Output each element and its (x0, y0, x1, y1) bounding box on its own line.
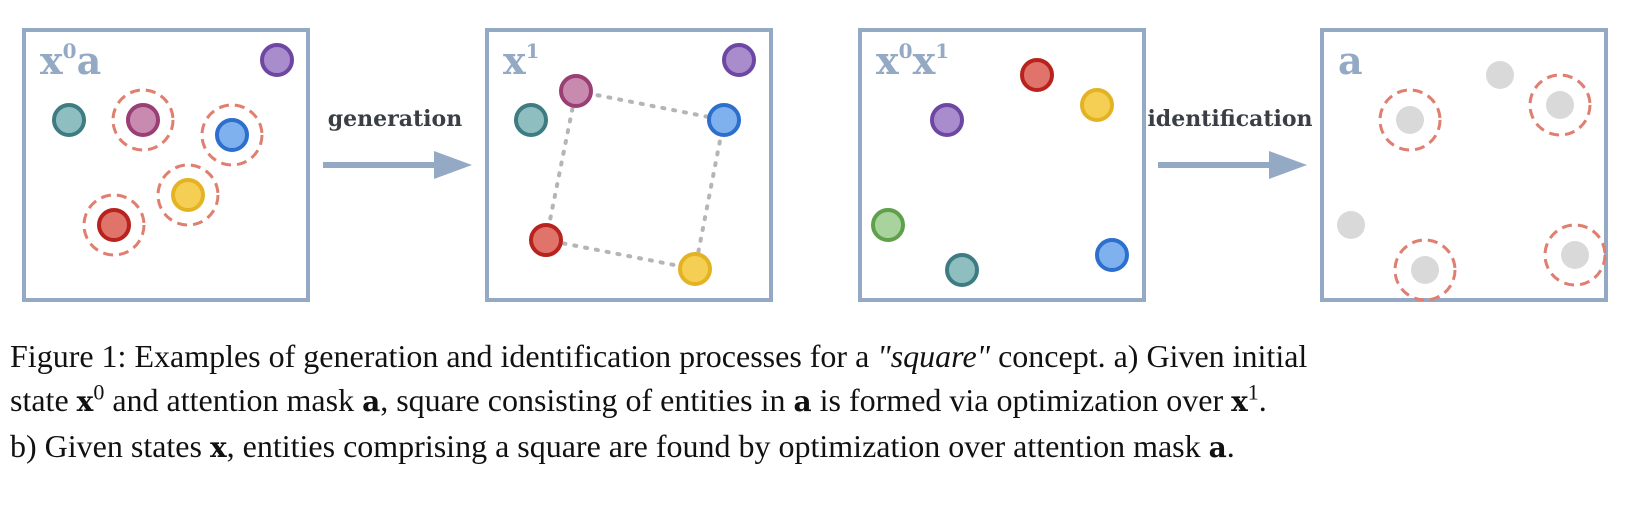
entity-pink (126, 103, 160, 137)
entity-green (871, 208, 905, 242)
square-dotted-outline (544, 89, 726, 271)
panel-label: x0a (40, 38, 101, 83)
panel-attention-mask: a (1320, 28, 1608, 302)
entity-blue (1095, 238, 1129, 272)
caption-line-2: state x0 and attention mask a, square co… (10, 379, 1267, 418)
entity-purple (722, 43, 756, 77)
mask-entity-selected (1561, 241, 1589, 269)
entity-yellow (1080, 88, 1114, 122)
mask-entity-selected (1546, 91, 1574, 119)
attention-ring (111, 88, 175, 152)
attention-ring (1543, 223, 1607, 287)
entity-teal (945, 253, 979, 287)
entity-purple (930, 103, 964, 137)
panel-frame (485, 28, 773, 302)
concept-diagram: x0a generation x1 (22, 28, 1608, 302)
identification-label: identification (1147, 106, 1312, 132)
entity-blue (215, 118, 249, 152)
panel-frame (22, 28, 310, 302)
panel-label: a (1338, 38, 1363, 83)
panel-generated-state: x1 (485, 28, 773, 302)
mask-entity-selected (1411, 256, 1439, 284)
entity-yellow (171, 178, 205, 212)
entity-red (1020, 58, 1054, 92)
panel-frame (1320, 28, 1608, 302)
mask-entity (1337, 211, 1365, 239)
attention-ring (156, 163, 220, 227)
entity-red (97, 208, 131, 242)
panel-initial-state-mask: x0a (22, 28, 310, 302)
identification-arrow: identification (1147, 106, 1313, 179)
entity-yellow (678, 252, 712, 286)
entity-red (529, 223, 563, 257)
panel-label: x1 (503, 38, 540, 83)
generation-arrow: generation (323, 106, 472, 179)
attention-ring (82, 193, 146, 257)
figure-caption: Figure 1: Examples of generation and ide… (10, 334, 1630, 470)
caption-line-3: b) Given states x, entities comprising a… (10, 428, 1235, 464)
mask-entity-selected (1396, 106, 1424, 134)
arrowhead (434, 151, 472, 179)
generation-label: generation (328, 106, 462, 132)
entity-purple (260, 43, 294, 77)
mask-entity (1486, 61, 1514, 89)
arrowhead (1269, 151, 1307, 179)
panel-states: x0x1 (858, 28, 1146, 302)
panel-label: x0x1 (876, 38, 949, 83)
panel-frame (858, 28, 1146, 302)
attention-ring (1528, 73, 1592, 137)
attention-ring (1378, 88, 1442, 152)
entity-teal (52, 103, 86, 137)
caption-line-1: Figure 1: Examples of generation and ide… (10, 338, 1308, 374)
entity-pink (559, 74, 593, 108)
attention-ring (200, 103, 264, 167)
entity-teal (514, 103, 548, 137)
entity-blue (707, 103, 741, 137)
attention-ring (1393, 238, 1457, 302)
